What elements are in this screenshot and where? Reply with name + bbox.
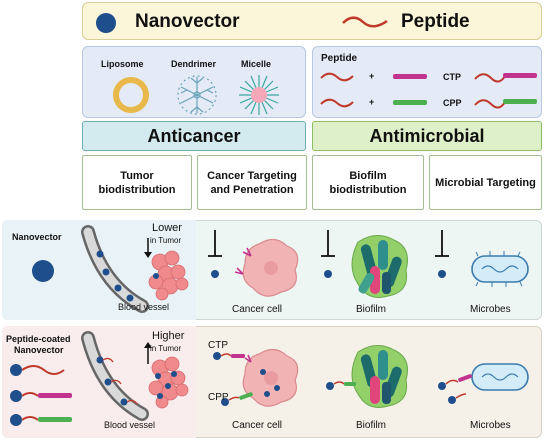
biofilm-illustration (321, 230, 408, 298)
antimicrobial-category: Antimicrobial (312, 121, 542, 151)
blood-vessel-tumor-illustration (81, 225, 189, 313)
liposome-icon (113, 77, 149, 113)
anticancer-label: Anticancer (147, 126, 241, 146)
liposome-label: Liposome (101, 59, 144, 69)
microbes-label: Microbes (470, 304, 511, 315)
peptide-strand-icon (342, 16, 388, 28)
anticancer-category: Anticancer (82, 121, 306, 151)
ctp-conjugate-icon (474, 73, 537, 83)
nanovector-legend-label: Nanovector (135, 11, 240, 32)
ctp-row-label: CTP (208, 340, 228, 351)
nanovector-dot-icon (32, 260, 54, 282)
nanovector-types-panel: Liposome Dendrimer Micelle (82, 46, 306, 118)
in-tumor-label: in Tumor (150, 344, 182, 353)
biofilm-label: Biofilm (356, 304, 387, 315)
cancer-targeting-label: Cancer Targeting and Penetration (207, 169, 297, 196)
biofilm-label: Biofilm (356, 420, 387, 431)
peptide-strand-icon (320, 98, 354, 108)
ctp-tag-icon (393, 74, 427, 79)
peptide-legend-label: Peptide (401, 11, 470, 32)
cpp-conjugate-icon (474, 99, 537, 109)
nanovector-row-label: Nanovector (12, 232, 62, 242)
micelle-icon (239, 75, 279, 115)
dendrimer-icon (177, 75, 217, 115)
plus-sign: + (369, 71, 375, 81)
ctp-label: CTP (443, 72, 461, 82)
lower-label: Lower (152, 222, 182, 234)
peptide-coated-label-line1: Peptide-coated (6, 334, 71, 344)
cancer-cell-illustration (208, 230, 299, 297)
antimicrobial-label: Antimicrobial (369, 126, 485, 146)
micelle-label: Micelle (241, 59, 272, 69)
cpp-tag-icon (393, 100, 427, 105)
blood-vessel-label: Blood vessel (104, 420, 156, 430)
peptide-coated-label-line2: Nanovector (14, 345, 64, 355)
in-tumor-label: in Tumor (150, 236, 182, 245)
peptide-types-panel: Peptide + CTP + CPP (312, 46, 542, 118)
biofilm-targeted-illustration (326, 345, 408, 408)
blood-vessel-tumor-illustration (81, 331, 189, 421)
dendrimer-label: Dendrimer (171, 59, 217, 69)
microbial-targeting-label: Microbial Targeting (435, 176, 536, 189)
peptide-strand-icon (320, 72, 354, 82)
cpp-label: CPP (443, 98, 462, 108)
nanovector-dot-icon (96, 13, 116, 33)
peptide-panel-title: Peptide (321, 53, 358, 64)
biofilm-biodistribution-label: Biofilm biodistribution (329, 169, 407, 196)
blood-vessel-label: Blood vessel (118, 302, 170, 312)
tumor-biodistribution-box: Tumor biodistribution (82, 155, 192, 210)
microbial-targeting-box: Microbial Targeting (429, 155, 542, 210)
cancer-cell-label: Cancer cell (232, 420, 283, 431)
peptide-coated-nanovectors-icon (10, 364, 72, 426)
microbe-illustration (435, 230, 529, 287)
microbe-targeted-illustration (438, 363, 529, 404)
tumor-biodistribution-label: Tumor biodistribution (98, 169, 176, 196)
higher-label: Higher (152, 330, 185, 342)
cpp-row-label: CPP (208, 392, 229, 403)
biofilm-biodistribution-box: Biofilm biodistribution (312, 155, 424, 210)
cancer-cell-targeted-illustration (213, 348, 299, 407)
cancer-targeting-box: Cancer Targeting and Penetration (197, 155, 307, 210)
plus-sign: + (369, 97, 375, 107)
microbes-label: Microbes (470, 420, 511, 431)
cancer-cell-label: Cancer cell (232, 304, 283, 315)
legend-header: Nanovector Peptide (82, 2, 542, 40)
